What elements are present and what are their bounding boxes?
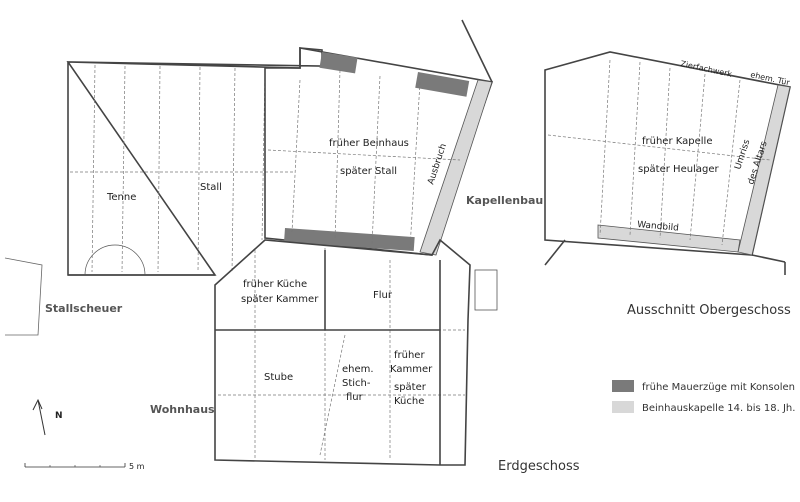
room-label-kueche-2: später Kammer [241, 294, 319, 305]
legend-label-chapel: Beinhauskapelle 14. bis 18. Jh. [642, 403, 795, 414]
upper-floor-title: Ausschnitt Obergeschoss [627, 303, 791, 318]
room-label-stichflur-1: ehem. [342, 364, 374, 375]
scale-label: 5 m [129, 462, 145, 471]
room-label-flur: Flur [373, 290, 393, 301]
building-label-wohnhaus: Wohnhaus [150, 403, 215, 416]
label-altar-1: Umriss [733, 138, 752, 171]
ground-floor-title: Erdgeschoss [498, 459, 580, 474]
north-label: N [55, 411, 63, 421]
room-label-beinhaus-1: früher Beinhaus [329, 138, 409, 149]
room-label-kammer-3: später [394, 382, 427, 393]
north-arrow-icon [32, 398, 46, 436]
room-label-kueche-1: früher Küche [243, 279, 307, 290]
room-label-beinhaus-2: später Stall [340, 166, 397, 177]
room-label-stube: Stube [264, 372, 293, 383]
building-label-kapellenbau: Kapellenbau [466, 194, 543, 207]
building-label-stallscheuer: Stallscheuer [45, 302, 123, 315]
room-label-kammer-4: Küche [394, 396, 424, 407]
early-wall-top-left [319, 51, 358, 74]
room-label-stall: Stall [200, 182, 222, 193]
legend-swatch-chapel [612, 401, 634, 413]
room-label-stichflur-3: flur [346, 392, 364, 403]
label-kapelle-2: später Heulager [638, 164, 719, 175]
upper-floor-plan [544, 51, 791, 275]
room-label-kammer-1: früher [394, 350, 425, 361]
room-label-stichflur-2: Stich- [342, 378, 371, 389]
legend: frühe Mauerzüge mit Konsolen Beinhauskap… [612, 380, 795, 414]
label-ehem-tuer: ehem. Tür [750, 70, 792, 87]
room-label-tenne: Tenne [106, 192, 136, 203]
early-wall-top-right [415, 72, 470, 97]
kapellenbau-plan [264, 19, 494, 256]
label-zierfachwerk: Zierfachwerk [680, 59, 734, 79]
legend-swatch-early-walls [612, 380, 634, 392]
label-wandbild: Wandbild [637, 220, 679, 234]
room-label-kammer-2: Kammer [390, 364, 433, 375]
wohnhaus-plan [214, 238, 498, 466]
legend-label-early-walls: frühe Mauerzüge mit Konsolen [642, 382, 795, 393]
label-kapelle-1: früher Kapelle [642, 136, 712, 147]
scale-bar [24, 463, 126, 468]
early-wall-bottom [284, 228, 415, 252]
